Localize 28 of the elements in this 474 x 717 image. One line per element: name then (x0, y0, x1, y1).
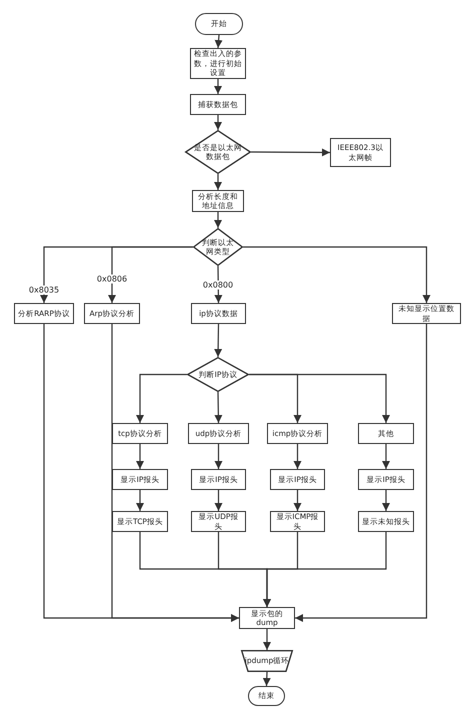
flow-arrow (214, 174, 222, 190)
flow-arrow (214, 115, 222, 130)
flow-arrow (136, 490, 144, 511)
flow-arrow (251, 148, 330, 156)
flow-arrow (214, 392, 222, 424)
flow-arrow (249, 374, 390, 423)
flow-arrow (214, 212, 222, 228)
flow-arrow (294, 490, 302, 511)
flow-arrow (382, 444, 390, 469)
flow-arrow (262, 672, 271, 686)
flow-arrow (214, 34, 223, 48)
flow-arrow (294, 444, 302, 469)
edge-label: 0x8035 (28, 286, 60, 294)
flow-arrow (108, 246, 193, 303)
flow-arrow (136, 374, 187, 423)
flow-arrow (263, 532, 387, 607)
edge-label: 0x0800 (202, 280, 234, 290)
flow-arrow (214, 79, 222, 94)
flow-arrow (214, 444, 222, 469)
flow-arrow (214, 324, 222, 357)
flow-arrow (382, 490, 390, 511)
flow-arrow (295, 324, 428, 622)
flow-arrow (243, 246, 430, 303)
flow-arrow (111, 324, 239, 622)
flow-arrow (136, 444, 144, 469)
flow-arrow (263, 629, 271, 650)
edge-label: 0x0806 (96, 274, 128, 284)
flow-arrow (214, 490, 222, 511)
